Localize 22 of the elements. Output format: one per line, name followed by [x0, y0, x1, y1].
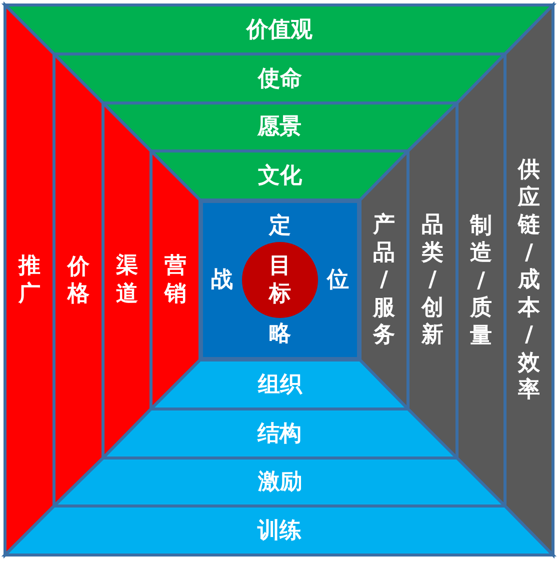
center-label: 略 [269, 321, 291, 347]
band-label: 供应链/成本/效率 [517, 156, 541, 404]
band-label: 产品/服务 [372, 211, 396, 349]
circle-label: 目标 [268, 252, 292, 308]
center-square [200, 200, 360, 360]
band-label: 使命 [258, 66, 302, 92]
band-label: 营销 [164, 252, 188, 308]
center-label: 位 [327, 267, 349, 293]
band-label: 激励 [258, 469, 302, 495]
band-label: 价值观 [246, 16, 312, 42]
band-label: 愿景 [258, 114, 302, 140]
center-label: 定 [269, 213, 291, 239]
band-label: 训练 [258, 518, 302, 544]
center-label: 战 [211, 267, 233, 293]
band-label: 结构 [258, 420, 302, 446]
band-label: 价格 [66, 253, 90, 308]
band-label: 制造/质量 [469, 212, 493, 350]
band-label: 组织 [258, 372, 302, 398]
band-label: 渠道 [115, 252, 139, 308]
band-label: 文化 [258, 162, 302, 188]
band-label: 品类/创新 [420, 211, 444, 349]
band-label: 推广 [18, 252, 42, 308]
